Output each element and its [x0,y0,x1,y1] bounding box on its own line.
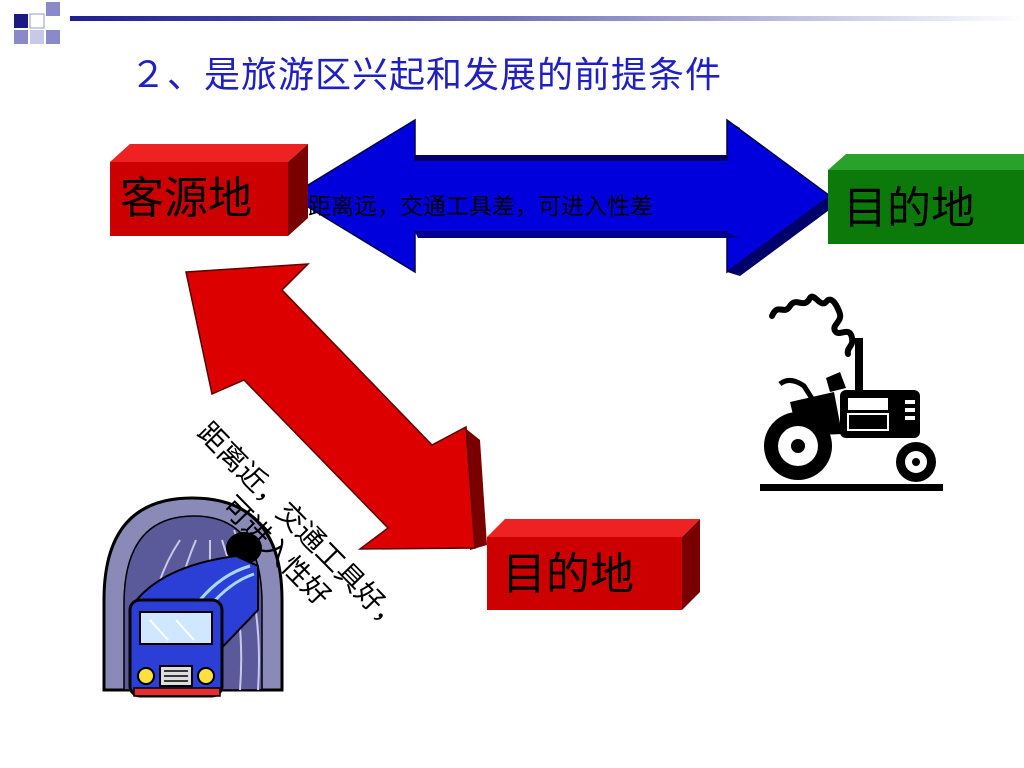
box-origin [110,144,308,236]
box-destination-far [828,154,1024,244]
title-bar [70,16,1024,21]
destination-far-label: 目的地 [843,183,975,234]
destination-near-label: 目的地 [502,549,634,600]
tractor-icon [760,293,943,491]
slide-title: ２、是旅游区兴起和发展的前提条件 [130,55,723,96]
origin-label: 客源地 [120,173,252,224]
corner-decoration [14,2,60,44]
arrow-far-label: 距离远，交通工具差，可进入性差 [308,194,653,220]
arrow-near [185,263,487,550]
train-tunnel-icon [102,496,284,698]
box-destination-near [487,519,700,610]
